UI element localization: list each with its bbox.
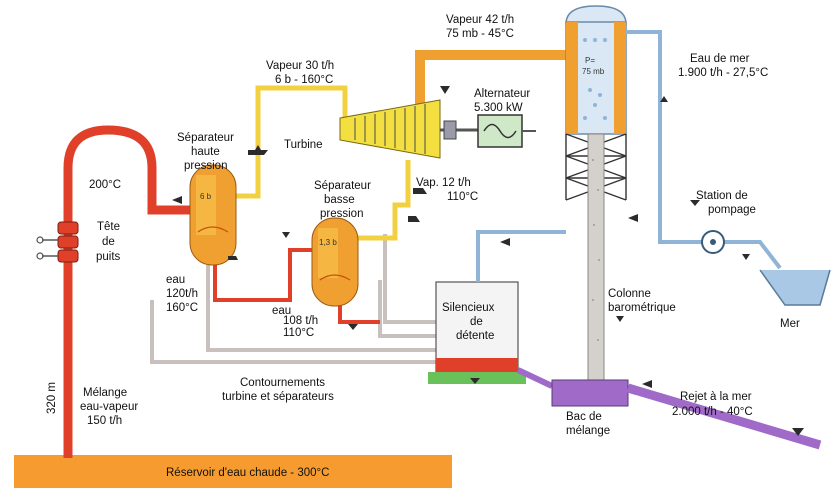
- alternator-sine: [483, 123, 517, 139]
- turbine-blades: [354, 104, 426, 154]
- label-water-108-1: eau: [272, 305, 291, 317]
- condenser-pressure-value: 75 mb: [582, 67, 605, 76]
- label-water-120-2: 120t/h: [166, 288, 198, 300]
- sea: [760, 270, 830, 305]
- label-reject-2: 2.000 t/h - 40°C: [672, 406, 753, 418]
- label-hp-sep-1: Séparateur: [177, 132, 234, 144]
- label-water-108-3: 110°C: [283, 327, 314, 339]
- label-column-1: Colonne: [608, 288, 651, 300]
- hp-separator-pressure: 6 b: [200, 192, 212, 201]
- label-mixture-1: Mélange: [83, 387, 127, 399]
- label-wellhead-2: de: [102, 236, 115, 248]
- steam-lines: [228, 85, 411, 241]
- label-200c: 200°C: [89, 179, 121, 191]
- label-seawater-flow: 1.900 t/h - 27,5°C: [678, 67, 768, 79]
- mixing-tank: [551, 379, 629, 407]
- label-mixing-tank-1: Bac de: [566, 411, 602, 423]
- label-reject-1: Rejet à la mer: [680, 391, 752, 403]
- label-vap-12: Vap. 12 t/h: [416, 177, 471, 189]
- label-silencer-1: Silencieux: [442, 302, 495, 314]
- label-vap-12-temp: 110°C: [447, 191, 478, 203]
- label-alternator: Alternateur: [474, 88, 530, 100]
- label-silencer-2: de: [470, 316, 483, 328]
- wellhead-valve-assembly: [36, 221, 79, 263]
- lp-separator-pressure: 1,3 b: [319, 238, 337, 247]
- reject-line: [626, 383, 822, 450]
- label-hp-sep-2: haute: [191, 146, 220, 158]
- well-pipe: [63, 125, 192, 458]
- coupling: [443, 120, 457, 140]
- label-wellhead-3: puits: [96, 251, 121, 263]
- label-mixture-2: eau-vapeur: [80, 401, 138, 413]
- water-lines: [213, 248, 380, 324]
- label-steam-30-cond: 6 b - 160°C: [275, 74, 333, 86]
- silencer-drain: [516, 367, 554, 389]
- label-column-2: barométrique: [608, 302, 676, 314]
- label-sea: Mer: [780, 318, 800, 330]
- column-texture: [592, 159, 600, 341]
- hot-water-reservoir: [14, 455, 452, 488]
- label-steam-30: Vapeur 30 t/h: [266, 60, 334, 72]
- label-hp-sep-3: pression: [184, 160, 227, 172]
- label-steam-42-cond: 75 mb - 45°C: [446, 28, 514, 40]
- label-pump-station-2: pompage: [708, 204, 756, 216]
- label-silencer-3: détente: [456, 330, 494, 342]
- condenser-spray: [583, 38, 607, 120]
- label-lp-sep-1: Séparateur: [314, 180, 371, 192]
- flow-arrows: [172, 86, 804, 436]
- label-water-120-3: 160°C: [166, 302, 198, 314]
- label-reservoir: Réservoir d'eau chaude - 300°C: [166, 467, 329, 479]
- condenser-dome: [565, 5, 627, 25]
- label-seawater: Eau de mer: [690, 53, 750, 65]
- label-alternator-power: 5.300 kW: [474, 102, 523, 114]
- label-lp-sep-2: basse: [324, 194, 355, 206]
- label-depth: 320 m: [46, 382, 58, 414]
- barometric-column: [587, 133, 605, 385]
- label-pump-station-1: Station de: [696, 190, 748, 202]
- label-bypass-2: turbine et séparateurs: [222, 391, 334, 403]
- bypass-lines: [150, 234, 436, 364]
- label-mixture-3: 150 t/h: [87, 415, 122, 427]
- label-turbine: Turbine: [284, 139, 323, 151]
- label-bypass-1: Contournements: [240, 377, 325, 389]
- label-wellhead-1: Tête: [97, 221, 120, 233]
- label-water-120-1: eau: [166, 274, 185, 286]
- label-water-108-2: 108 t/h: [283, 315, 318, 327]
- seawater-lines: [476, 30, 782, 282]
- label-mixing-tank-2: mélange: [566, 425, 610, 437]
- label-lp-sep-3: pression: [320, 208, 363, 220]
- condenser-pressure-label: P=: [585, 56, 595, 65]
- label-steam-42: Vapeur 42 t/h: [446, 14, 514, 26]
